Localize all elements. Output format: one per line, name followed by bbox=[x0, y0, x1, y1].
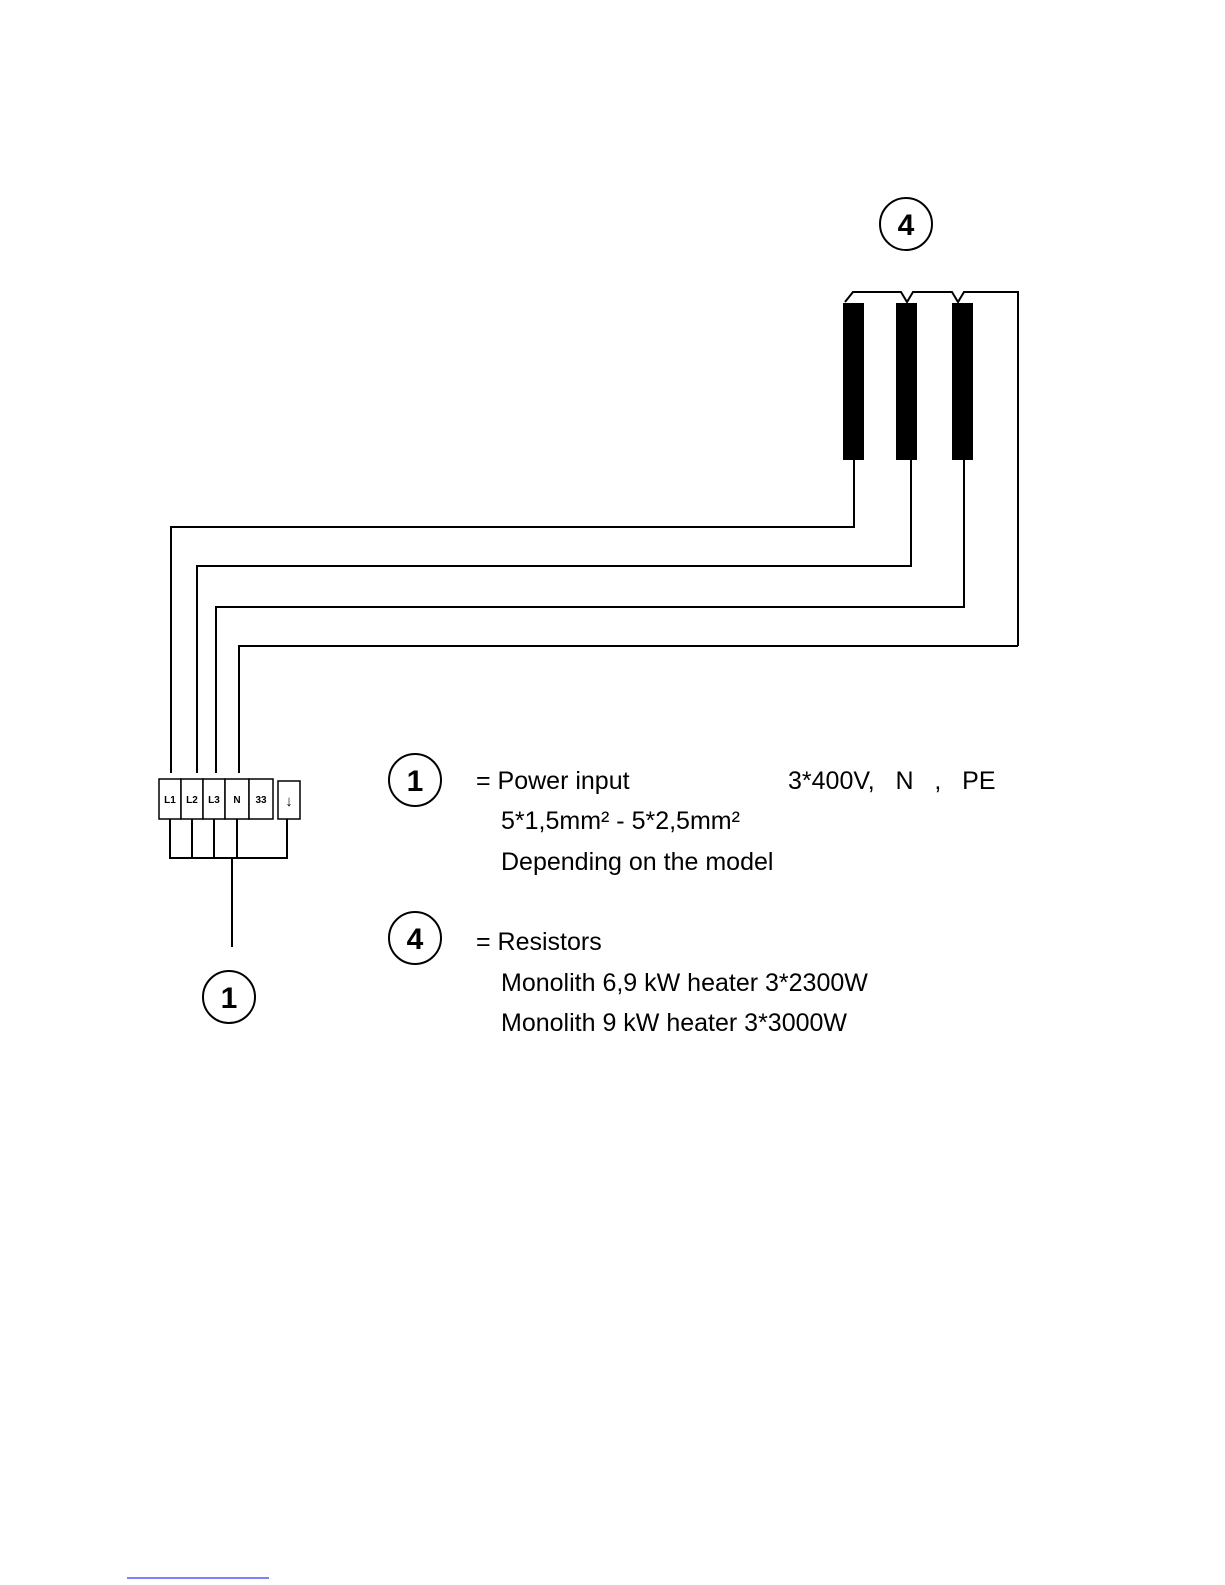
ground-icon: ↓ bbox=[285, 793, 293, 810]
supply-cable bbox=[170, 819, 287, 947]
wire-l2 bbox=[197, 460, 911, 773]
resistor-element bbox=[896, 303, 917, 460]
legend-line: Monolith 9 kW heater 3*3000W bbox=[501, 1009, 847, 1037]
wire-l1 bbox=[171, 460, 854, 773]
terminal-label: N bbox=[233, 795, 240, 806]
resistor-group-callout: 4 bbox=[880, 198, 932, 250]
legend-item-resistors: 4 = Resistors Monolith 6,9 kW heater 3*2… bbox=[389, 912, 868, 1037]
terminal-label: 33 bbox=[255, 795, 267, 806]
legend-line: Depending on the model bbox=[501, 848, 773, 876]
legend: 1 = Power input 3*400V, N , PE 5*1,5mm² … bbox=[389, 754, 996, 1037]
terminal-label: L3 bbox=[208, 795, 220, 806]
resistor-element bbox=[843, 303, 864, 460]
legend-line: Monolith 6,9 kW heater 3*2300W bbox=[501, 969, 868, 997]
terminal-label: L2 bbox=[186, 795, 198, 806]
callout-label-4: 4 bbox=[898, 209, 915, 242]
wire-l3 bbox=[216, 460, 964, 773]
wire-neutral bbox=[239, 646, 1018, 773]
terminal-block: L1 L2 L3 N 33 ↓ bbox=[159, 779, 300, 819]
legend-number: 1 bbox=[407, 765, 424, 798]
resistor-top-bus bbox=[845, 292, 1018, 646]
legend-title: = Resistors bbox=[476, 928, 602, 956]
callout-label-1: 1 bbox=[221, 982, 238, 1015]
legend-line: 5*1,5mm² - 5*2,5mm² bbox=[501, 807, 740, 835]
legend-item-power-input: 1 = Power input 3*400V, N , PE 5*1,5mm² … bbox=[389, 754, 996, 876]
legend-title: = Power input bbox=[476, 767, 630, 795]
legend-spec: 3*400V, N , PE bbox=[788, 767, 996, 795]
legend-number: 4 bbox=[407, 923, 424, 956]
resistors bbox=[843, 303, 973, 460]
resistor-element bbox=[952, 303, 973, 460]
power-input-callout: 1 bbox=[203, 971, 255, 1023]
terminal-label: L1 bbox=[164, 795, 176, 806]
